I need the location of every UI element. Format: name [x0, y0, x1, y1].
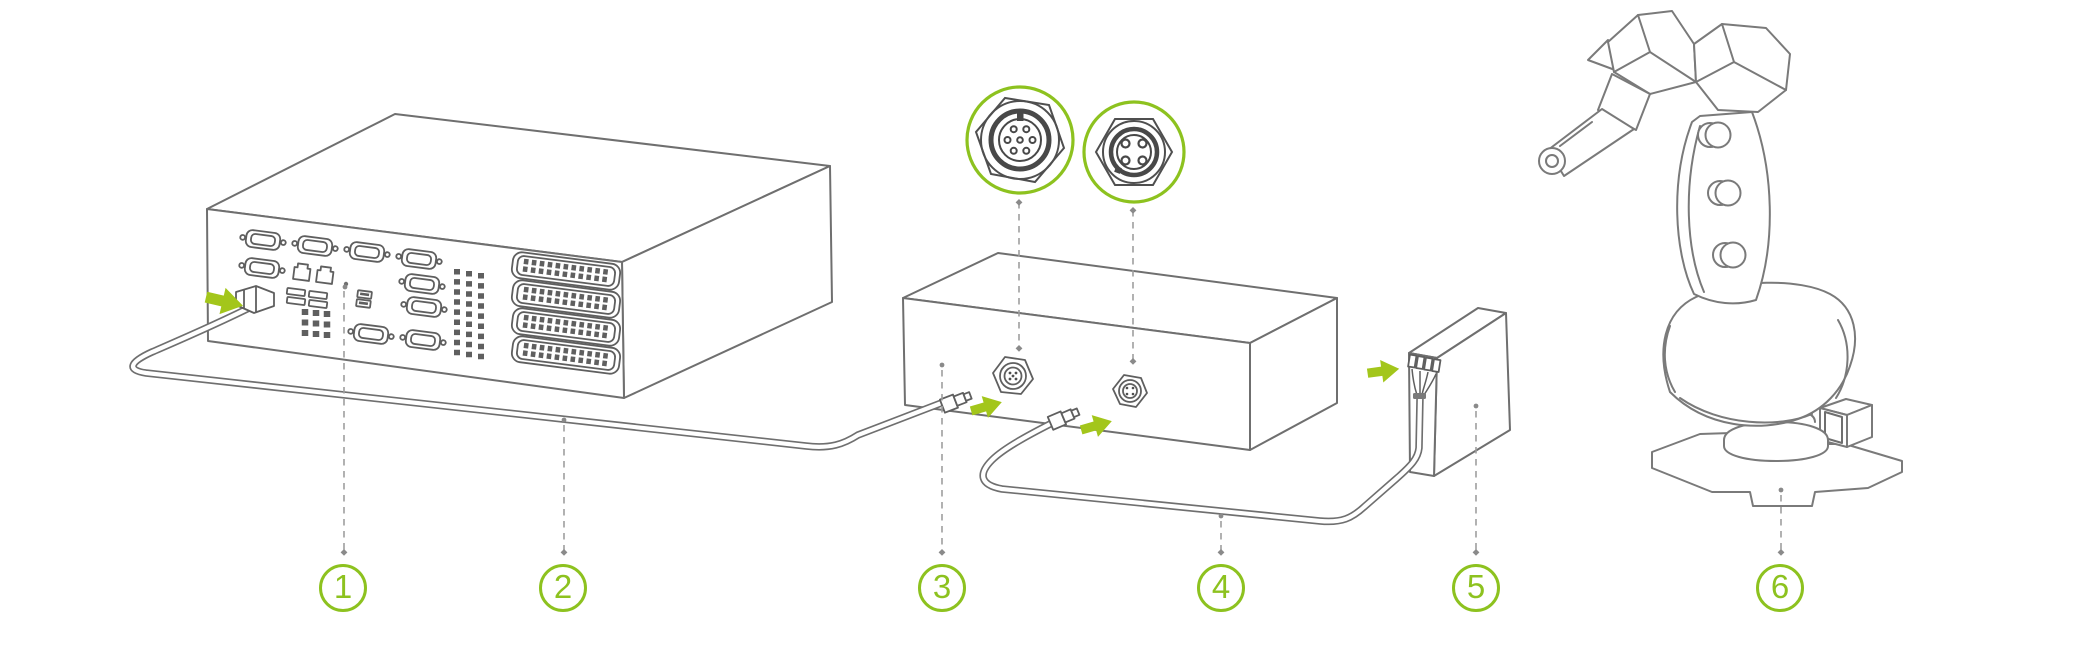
slot-connectors: [510, 251, 622, 375]
io-box: [902, 252, 1338, 451]
pin-grid-small: [301, 309, 331, 340]
usb-ports: [285, 287, 373, 309]
m12-connector-detail-icon: [965, 85, 1075, 195]
callout-3: 3: [918, 564, 966, 612]
cable-pc-to-io-box: [129, 301, 948, 451]
ethernet-ports: [292, 262, 335, 285]
robot-base-block: [1819, 398, 1873, 448]
callout-6: 6: [1756, 564, 1804, 612]
callout-4: 4: [1197, 564, 1245, 612]
callout-5: 5: [1452, 564, 1500, 612]
cable-io-box-to-terminal: [979, 394, 1424, 526]
terminal-box: [1408, 307, 1511, 477]
connection-arrow-icon: [1366, 357, 1401, 385]
callout-2: 2: [539, 564, 587, 612]
io-box-connector-m8: [1112, 374, 1148, 408]
pc-plug: [235, 285, 275, 314]
cable-clamp: [1413, 393, 1426, 399]
callout-1: 1: [319, 564, 367, 612]
robot-arm: [1538, 10, 1903, 507]
terminal-block: [1407, 353, 1442, 399]
m8-connector-detail-icon: [1082, 100, 1186, 204]
io-box-connector-m12: [992, 356, 1034, 395]
industrial-pc: [206, 113, 833, 399]
robot-arm-holes: [1697, 121, 1747, 269]
leader-lines: [340, 199, 1785, 556]
pin-grid-tall: [454, 269, 484, 360]
